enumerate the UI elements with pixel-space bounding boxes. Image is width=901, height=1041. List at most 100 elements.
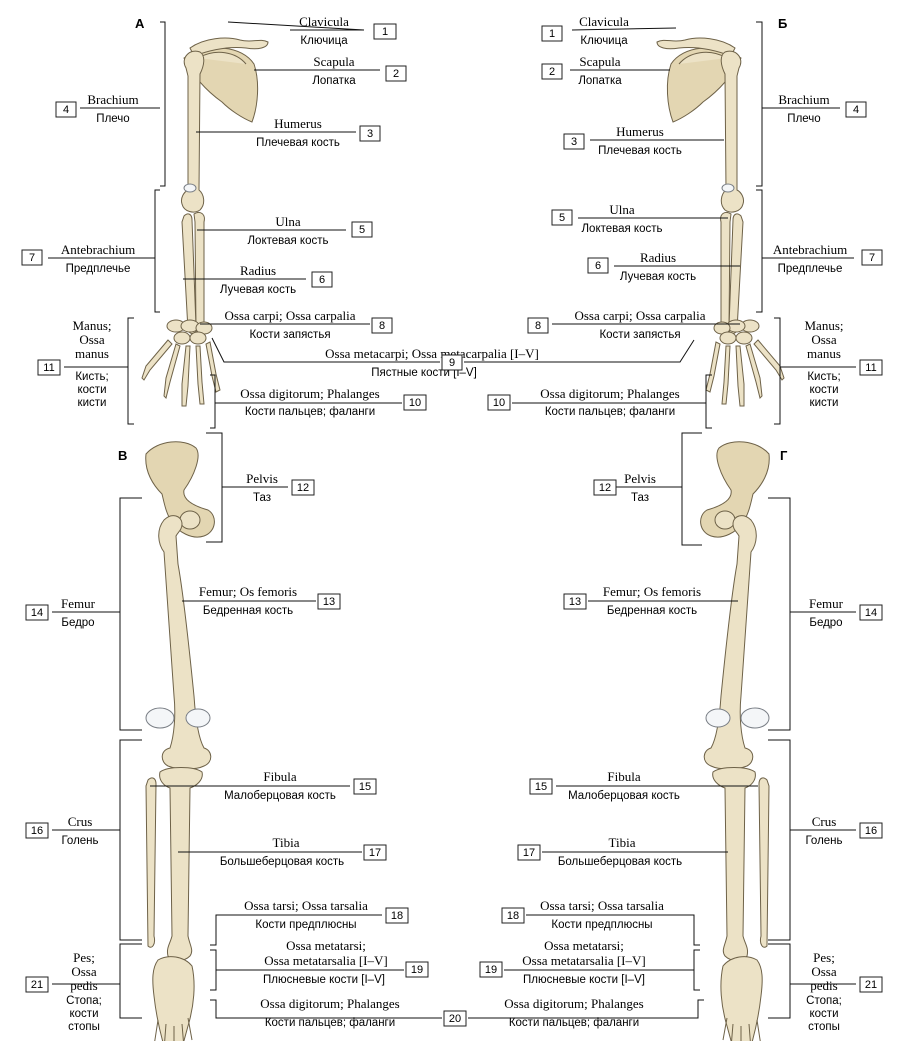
- label-ossa-digitorum-hand-b: 10 Ossa digitorum; Phalanges Кости пальц…: [487, 374, 712, 429]
- svg-text:Scapula: Scapula: [313, 54, 354, 69]
- svg-text:Таз: Таз: [253, 492, 271, 504]
- svg-text:12: 12: [599, 482, 611, 494]
- label-humerus-b: 3 Humerus Плечевая кость: [563, 124, 724, 157]
- svg-text:Кисть;: Кисть;: [807, 371, 840, 383]
- svg-text:Ossa carpi; Ossa carpalia: Ossa carpi; Ossa carpalia: [574, 308, 705, 323]
- svg-text:Ossa metatarsi;: Ossa metatarsi;: [286, 938, 366, 953]
- svg-text:Pelvis: Pelvis: [246, 471, 278, 486]
- svg-text:15: 15: [359, 781, 371, 793]
- svg-text:3: 3: [367, 128, 373, 140]
- svg-text:Локтевая кость: Локтевая кость: [248, 235, 329, 247]
- svg-text:стопы: стопы: [808, 1021, 840, 1033]
- svg-text:Лопатка: Лопатка: [578, 75, 622, 87]
- label-antebrachium-b: Antebrachium Предплечье 7: [756, 189, 883, 313]
- svg-text:Кости предплюсны: Кости предплюсны: [551, 919, 652, 931]
- svg-text:Ossa carpi; Ossa carpalia: Ossa carpi; Ossa carpalia: [224, 308, 355, 323]
- svg-text:13: 13: [323, 596, 335, 608]
- svg-text:Ossa metatarsalia [I–V]: Ossa metatarsalia [I–V]: [264, 953, 387, 968]
- panel-letter-b: Б: [778, 16, 787, 31]
- lower-limb-illustration-g: [700, 441, 770, 1041]
- svg-text:1: 1: [382, 26, 388, 38]
- svg-text:Кости пальцев; фаланги: Кости пальцев; фаланги: [265, 1017, 395, 1029]
- svg-text:стопы: стопы: [68, 1021, 100, 1033]
- label-fibula-v: Fibula Малоберцовая кость 15: [150, 769, 377, 802]
- svg-text:Плечо: Плечо: [787, 113, 820, 125]
- svg-text:Лучевая кость: Лучевая кость: [220, 284, 296, 296]
- label-tibia-g: 17 Tibia Большеберцовая кость: [517, 835, 728, 868]
- svg-text:Кости запястья: Кости запястья: [249, 329, 330, 341]
- svg-text:7: 7: [29, 252, 35, 264]
- svg-text:Стопа;: Стопа;: [806, 995, 842, 1007]
- svg-text:Ossa tarsi; Ossa tarsalia: Ossa tarsi; Ossa tarsalia: [244, 898, 368, 913]
- svg-text:Плечевая кость: Плечевая кость: [598, 145, 682, 157]
- label-crus-g: Crus Голень 16: [768, 739, 883, 941]
- svg-text:Плюсневые кости [I–V]: Плюсневые кости [I–V]: [263, 974, 385, 986]
- panel-letter-g: Г: [780, 448, 788, 463]
- svg-text:Crus: Crus: [68, 814, 93, 829]
- svg-text:manus: manus: [807, 346, 841, 361]
- svg-text:5: 5: [559, 212, 565, 224]
- svg-text:Ключица: Ключица: [300, 35, 348, 47]
- svg-text:Fibula: Fibula: [263, 769, 296, 784]
- svg-text:Ossa digitorum; Phalanges: Ossa digitorum; Phalanges: [260, 996, 399, 1011]
- svg-text:Предплечье: Предплечье: [66, 263, 131, 275]
- svg-text:Бедренная кость: Бедренная кость: [607, 605, 697, 617]
- svg-text:Большеберцовая кость: Большеберцовая кость: [220, 856, 344, 868]
- svg-text:Лопатка: Лопатка: [312, 75, 356, 87]
- svg-text:Femur; Os femoris: Femur; Os femoris: [603, 584, 701, 599]
- svg-text:Бедро: Бедро: [61, 617, 94, 629]
- svg-text:Fibula: Fibula: [607, 769, 640, 784]
- svg-text:кости: кости: [78, 384, 107, 396]
- svg-text:Ossa tarsi; Ossa tarsalia: Ossa tarsi; Ossa tarsalia: [540, 898, 664, 913]
- label-ulna-a: Ulna Локтевая кость 5: [197, 214, 373, 247]
- svg-text:кости: кости: [810, 1008, 839, 1020]
- svg-text:17: 17: [369, 847, 381, 859]
- svg-text:Ossa digitorum; Phalanges: Ossa digitorum; Phalanges: [240, 386, 379, 401]
- svg-text:Tibia: Tibia: [609, 835, 636, 850]
- lower-limb-illustration-v: [145, 441, 215, 1041]
- svg-text:Humerus: Humerus: [616, 124, 664, 139]
- svg-text:Бедро: Бедро: [809, 617, 842, 629]
- label-pes-v: Pes; Ossa pedis Стопа; кости стопы 21: [25, 943, 142, 1033]
- label-ossa-metatarsi-g: 19 Ossa metatarsi; Ossa metatarsalia [I–…: [479, 938, 700, 991]
- svg-text:Manus;: Manus;: [73, 318, 112, 333]
- svg-text:Brachium: Brachium: [778, 92, 829, 107]
- svg-text:Плюсневые кости [I–V]: Плюсневые кости [I–V]: [523, 974, 645, 986]
- svg-text:Humerus: Humerus: [274, 116, 322, 131]
- svg-text:Стопа;: Стопа;: [66, 995, 102, 1007]
- svg-text:19: 19: [485, 964, 497, 976]
- svg-text:14: 14: [865, 607, 877, 619]
- svg-text:Ossa: Ossa: [811, 332, 837, 347]
- svg-text:11: 11: [865, 362, 876, 374]
- svg-text:Локтевая кость: Локтевая кость: [582, 223, 663, 235]
- svg-text:Radius: Radius: [240, 263, 276, 278]
- label-ossa-tarsi-g: 18 Ossa tarsi; Ossa tarsalia Кости предп…: [501, 898, 700, 946]
- label-brachium-b: Brachium Плечо 4: [756, 21, 867, 187]
- svg-text:2: 2: [549, 66, 555, 78]
- label-femur-region-g: Femur Бедро 14: [768, 497, 883, 731]
- svg-text:Ossa: Ossa: [811, 964, 837, 979]
- label-ossa-digitorum-foot: Ossa digitorum; Phalanges Кости пальцев;…: [210, 996, 704, 1029]
- label-ossa-tarsi-v: Ossa tarsi; Ossa tarsalia Кости предплюс…: [210, 898, 409, 946]
- svg-text:Кисть;: Кисть;: [75, 371, 108, 383]
- svg-text:6: 6: [319, 274, 325, 286]
- svg-text:21: 21: [865, 979, 877, 991]
- svg-text:Radius: Radius: [640, 250, 676, 265]
- svg-text:Большеберцовая кость: Большеберцовая кость: [558, 856, 682, 868]
- svg-text:Ossa metacarpi; Ossa metacarpa: Ossa metacarpi; Ossa metacarpalia [I–V]: [325, 346, 539, 361]
- svg-text:Плечо: Плечо: [96, 113, 129, 125]
- svg-text:Manus;: Manus;: [805, 318, 844, 333]
- label-radius-b: 6 Radius Лучевая кость: [587, 250, 740, 283]
- svg-text:Crus: Crus: [812, 814, 837, 829]
- svg-text:18: 18: [391, 910, 403, 922]
- label-ulna-b: 5 Ulna Локтевая кость: [551, 202, 728, 235]
- label-pelvis-v: Pelvis Таз 12: [206, 432, 315, 543]
- svg-text:Кости пальцев; фаланги: Кости пальцев; фаланги: [545, 406, 675, 418]
- label-scapula-b: 2 Scapula Лопатка: [541, 54, 670, 87]
- svg-text:Scapula: Scapula: [579, 54, 620, 69]
- svg-text:Clavicula: Clavicula: [299, 14, 349, 29]
- svg-text:6: 6: [595, 260, 601, 272]
- label-femur-region-v: Femur Бедро 14: [25, 497, 142, 731]
- svg-text:Ossa: Ossa: [79, 332, 105, 347]
- svg-text:Кости предплюсны: Кости предплюсны: [255, 919, 356, 931]
